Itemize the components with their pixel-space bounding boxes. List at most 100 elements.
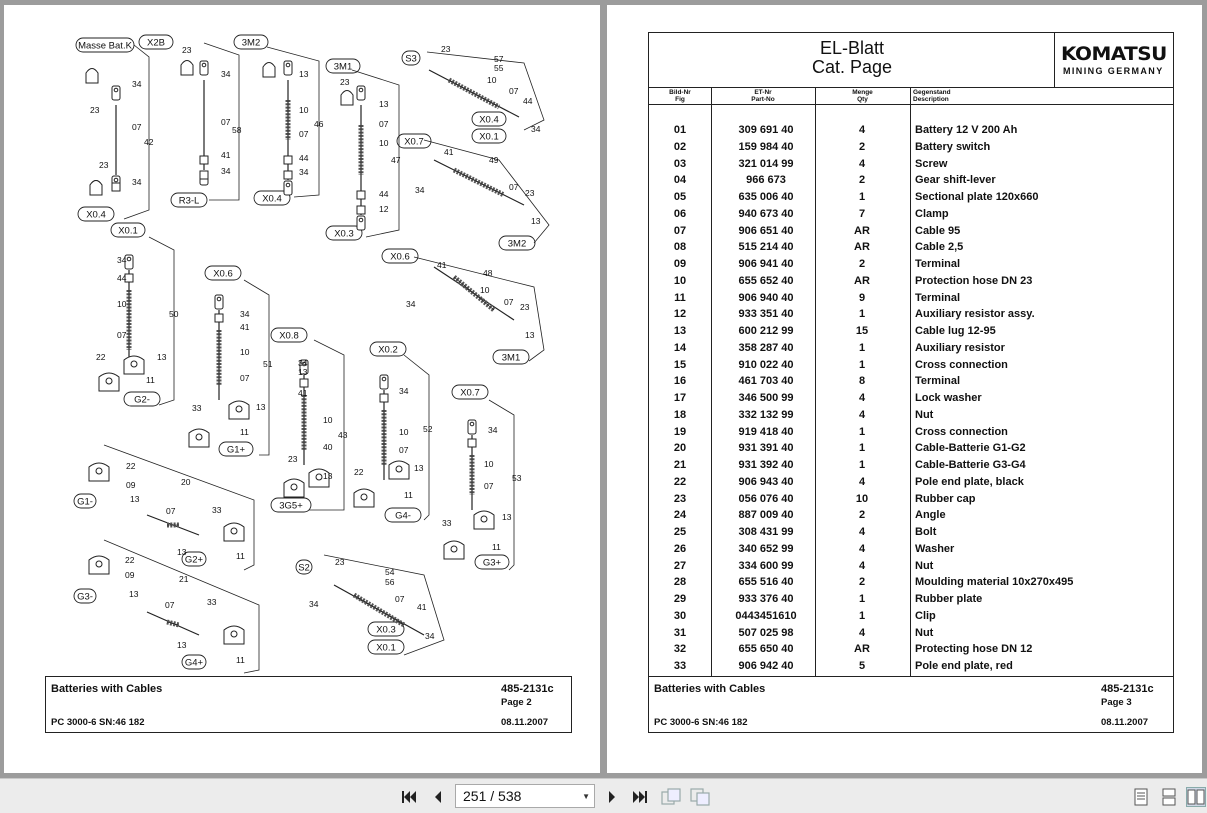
location-tag: 3M1 — [492, 349, 530, 365]
part-callout: 13 — [130, 494, 140, 504]
footer-page-number: Page 2 — [501, 697, 532, 708]
part-callout: 44 — [379, 189, 389, 199]
cell-qty: 1 — [858, 191, 866, 203]
previous-page-icon[interactable] — [428, 787, 448, 807]
tag-label: S3 — [405, 54, 417, 65]
single-page-icon[interactable] — [1131, 787, 1151, 807]
location-tag: Masse Bat.K — [75, 37, 135, 53]
last-page-icon[interactable] — [630, 787, 650, 807]
part-callout: 58 — [232, 125, 242, 135]
cell-description: Terminal — [915, 258, 961, 270]
cell-fig: 06 — [673, 207, 687, 220]
footer-title: Batteries with Cables — [51, 683, 163, 695]
part-callout: 10 — [399, 427, 409, 437]
part-callout: 13 — [299, 69, 309, 79]
cell-qty: 4 — [858, 157, 866, 170]
cell-fig: 08 — [673, 241, 687, 254]
part-callout: 23 — [288, 454, 298, 464]
cell-qty: 1 — [858, 442, 866, 455]
location-tag: S2 — [295, 559, 313, 575]
cell-qty: 1 — [858, 341, 866, 354]
cell-qty: 4 — [858, 626, 866, 639]
catalog-title: EL-Blatt Cat. Page — [649, 39, 1055, 77]
cell-part-no: 887 009 40 — [738, 509, 794, 522]
tag-label: G1- — [77, 497, 93, 508]
cell-fig: 02 — [673, 140, 687, 153]
cell-part-no: 332 132 99 — [738, 408, 794, 421]
cell-part-no: 515 214 40 — [738, 241, 794, 254]
cell-qty: AR — [854, 643, 870, 656]
cell-part-no: 931 392 40 — [738, 459, 794, 471]
komatsu-logo: KOMATSU MINING GERMANY — [1054, 33, 1174, 87]
cell-description: Washer — [915, 542, 955, 555]
part-callout: 07 — [509, 182, 519, 192]
first-page-icon[interactable] — [399, 787, 419, 807]
cell-qty: 4 — [858, 408, 866, 421]
part-callout: 07 — [117, 330, 127, 340]
copy-page-icon[interactable] — [690, 787, 710, 807]
cell-qty: 4 — [858, 475, 866, 488]
part-callout: 43 — [338, 430, 348, 440]
tag-label: X0.1 — [479, 132, 499, 143]
location-tag: 3G5+ — [270, 497, 312, 513]
location-tag: 3M2 — [498, 235, 536, 251]
cell-fig: 22 — [673, 475, 687, 488]
part-callout: 34 — [425, 631, 435, 641]
cell-part-no: 933 376 40 — [738, 593, 794, 605]
extract-pages-icon[interactable] — [661, 787, 681, 807]
cell-part-no: 461 703 40 — [738, 375, 794, 388]
part-callout: 41 — [417, 602, 427, 612]
part-callout: 07 — [504, 297, 514, 307]
part-callout: 11 — [146, 375, 155, 385]
cell-qty: 8 — [858, 375, 866, 388]
cell-qty: 4 — [858, 392, 866, 404]
part-callout: 33 — [192, 403, 202, 413]
part-callout: 11 — [492, 542, 501, 552]
page-number-select[interactable]: 251 / 538 ▼ — [455, 784, 595, 808]
footer-doc-number: 485-2131c — [1101, 683, 1154, 695]
location-tag: G4- — [384, 507, 422, 523]
page-2-footer: Batteries with Cables 485-2131c Page 2 P… — [45, 676, 572, 733]
part-callout: 22 — [354, 467, 364, 477]
cell-part-no: 340 652 99 — [738, 542, 794, 555]
part-callout: 41 — [444, 147, 454, 157]
location-tag: X0.1 — [367, 639, 405, 655]
cell-qty: 1 — [858, 593, 866, 605]
logo-subtitle: MINING GERMANY — [1063, 66, 1164, 76]
part-callout: 13 — [531, 216, 541, 226]
location-tag: X0.3 — [325, 225, 363, 241]
part-callout: 52 — [423, 424, 433, 434]
location-tag: 3M1 — [325, 58, 361, 74]
continuous-page-icon[interactable] — [1159, 787, 1179, 807]
two-page-icon[interactable] — [1186, 787, 1206, 807]
tag-label: X0.7 — [460, 388, 480, 399]
cell-part-no: 906 941 40 — [738, 258, 794, 270]
part-callout: 11 — [236, 655, 245, 665]
tag-label: 3M2 — [242, 38, 260, 49]
next-page-icon[interactable] — [602, 787, 622, 807]
part-callout: 33 — [207, 597, 217, 607]
part-callout: 10 — [117, 299, 127, 309]
cell-description: Lock washer — [915, 392, 982, 404]
cell-fig: 07 — [673, 224, 687, 237]
cell-description: Sectional plate 120x660 — [915, 191, 1039, 203]
header-qty: Menge Qty — [852, 89, 873, 103]
tag-label: X0.3 — [334, 229, 354, 240]
logo-wordmark: KOMATSU — [1061, 43, 1167, 65]
cell-part-no: 600 212 99 — [738, 325, 794, 337]
cell-qty: 4 — [858, 559, 866, 572]
part-callout: 42 — [144, 137, 154, 147]
cell-qty: 1 — [858, 609, 866, 622]
cell-qty: 4 — [858, 124, 866, 136]
part-callout: 51 — [263, 359, 273, 369]
cell-qty: AR — [854, 241, 870, 254]
part-callout: 53 — [512, 473, 522, 483]
footer-page-number: Page 3 — [1101, 697, 1132, 708]
